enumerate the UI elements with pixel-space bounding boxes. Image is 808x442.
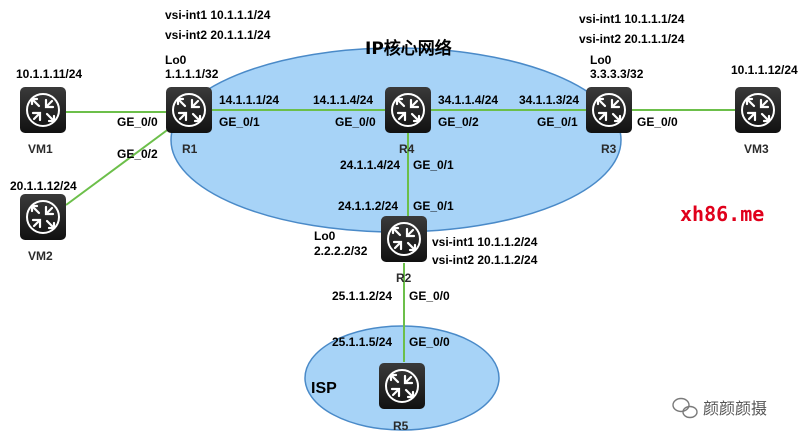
r1-ge00-label: GE_0/0: [117, 115, 158, 129]
device-r1[interactable]: R1: [164, 85, 214, 156]
r5-ge00-label: GE_0/0: [409, 335, 450, 349]
r4-ge01-label: GE_0/1: [413, 158, 454, 172]
r1-lo0-label: Lo0: [165, 53, 187, 67]
r1-ge02-label: GE_0/2: [117, 147, 158, 161]
r1-r4-ip-label: 14.1.1.1/24: [219, 93, 279, 107]
r4-r1-ip-label: 14.1.1.4/24: [313, 93, 373, 107]
r3-lo0-ip-label: 3.3.3.3/32: [590, 67, 644, 81]
device-label-r5: R5: [393, 419, 409, 433]
r3-ge00-label: GE_0/0: [637, 115, 678, 129]
wechat-account-label: 颜颜颜摄: [703, 399, 767, 418]
r4-ge00-label: GE_0/0: [335, 115, 376, 129]
device-label-vm2: VM2: [28, 249, 53, 263]
r2-ge01-label: GE_0/1: [413, 199, 454, 213]
link-vm2-r1: [65, 127, 171, 206]
wechat-watermark: 颜颜颜摄: [672, 397, 767, 419]
router-icon: [379, 214, 429, 264]
r3-vsi-int2-label: vsi-int2 20.1.1.1/24: [579, 32, 685, 46]
device-label-r3: R3: [601, 142, 617, 156]
device-label-r1: R1: [182, 142, 198, 156]
r2-vsi-int2-label: vsi-int2 20.1.1.2/24: [432, 253, 538, 267]
router-icon: [18, 85, 68, 135]
device-vm3[interactable]: VM3: [733, 85, 783, 156]
device-vm1[interactable]: VM1: [18, 85, 68, 156]
device-label-vm3: VM3: [744, 142, 769, 156]
r4-ge02-label: GE_0/2: [438, 115, 479, 129]
vm1-ip-label: 10.1.1.11/24: [16, 67, 82, 81]
device-r4[interactable]: R4: [383, 85, 433, 156]
ip-core-title: IP核心网络: [365, 38, 452, 59]
r2-r5-ip-label: 25.1.1.2/24: [332, 289, 392, 303]
site-watermark: xh86.me: [680, 202, 764, 226]
device-vm2[interactable]: VM2: [18, 192, 68, 263]
r2-lo0-label: Lo0: [314, 229, 336, 243]
vm2-ip-label: 20.1.1.12/24: [10, 179, 77, 193]
device-r3[interactable]: R3: [584, 85, 634, 156]
r4-r3-ip-label: 34.1.1.4/24: [438, 93, 498, 107]
device-label-vm1: VM1: [28, 142, 53, 156]
device-r5[interactable]: R5: [377, 361, 427, 433]
router-icon: [164, 85, 214, 135]
r3-lo0-label: Lo0: [590, 53, 612, 67]
r3-r4-ip-label: 34.1.1.3/24: [519, 93, 579, 107]
wechat-icon: [672, 397, 698, 419]
r1-vsi-int2-label: vsi-int2 20.1.1.1/24: [165, 28, 271, 42]
vm3-ip-label: 10.1.1.12/24: [731, 63, 798, 77]
router-icon: [18, 192, 68, 242]
router-icon: [733, 85, 783, 135]
r2-lo0-ip-label: 2.2.2.2/32: [314, 244, 368, 258]
r5-r2-ip-label: 25.1.1.5/24: [332, 335, 392, 349]
r2-r4-ip-label: 24.1.1.2/24: [338, 199, 398, 213]
isp-title: ISP: [311, 380, 337, 397]
r3-vsi-int1-label: vsi-int1 10.1.1.1/24: [579, 12, 685, 26]
r4-r2-ip-label: 24.1.1.4/24: [340, 158, 400, 172]
r3-ge01-label: GE_0/1: [537, 115, 578, 129]
router-icon: [584, 85, 634, 135]
r1-vsi-int1-label: vsi-int1 10.1.1.1/24: [165, 8, 271, 22]
device-r2[interactable]: R2: [379, 214, 429, 285]
router-icon: [383, 85, 433, 135]
router-icon: [377, 361, 427, 411]
device-label-r4: R4: [399, 142, 415, 156]
r2-vsi-int1-label: vsi-int1 10.1.1.2/24: [432, 235, 538, 249]
r2-ge00-label: GE_0/0: [409, 289, 450, 303]
r1-ge01-label: GE_0/1: [219, 115, 260, 129]
device-label-r2: R2: [396, 271, 412, 285]
links: [65, 109, 735, 362]
r1-lo0-ip-label: 1.1.1.1/32: [165, 67, 219, 81]
